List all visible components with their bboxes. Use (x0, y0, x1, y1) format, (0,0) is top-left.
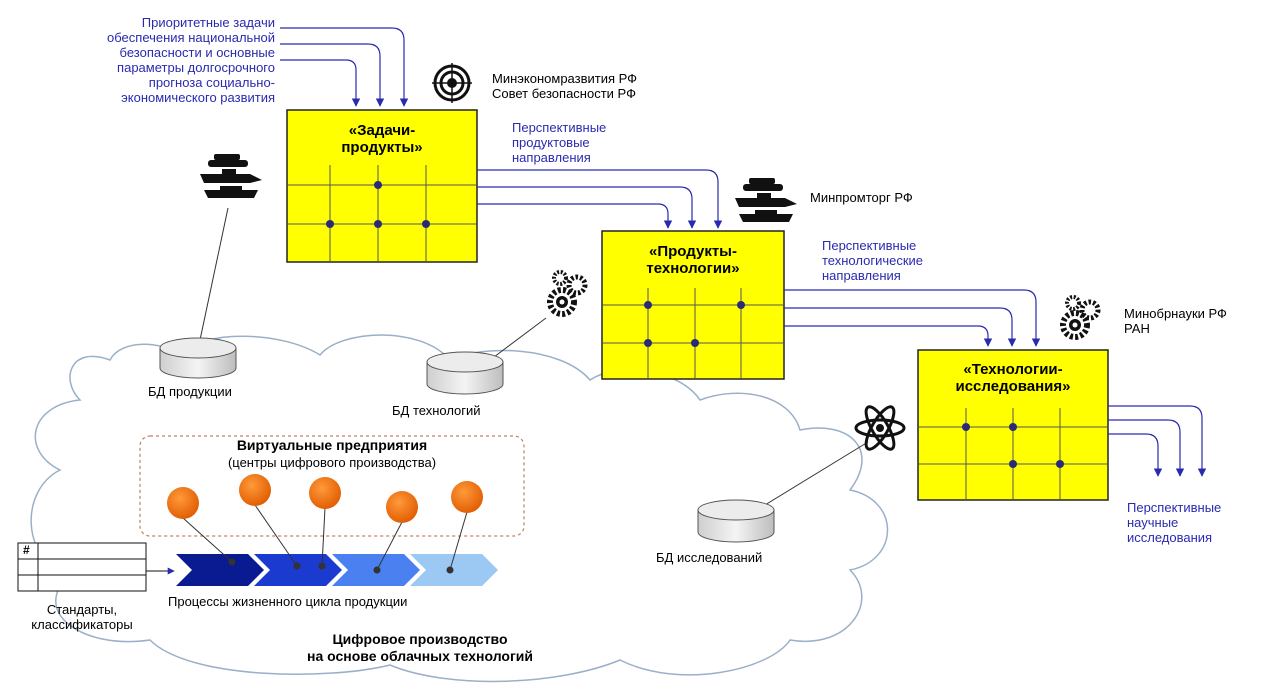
virtual-enterprises-title: Виртуальные предприятия (236, 437, 428, 453)
virtual-enterprise-node (167, 487, 199, 519)
arrows-m3-output (1108, 405, 1207, 477)
matrix-title-products-technologies: «Продукты- технологии» (646, 243, 740, 277)
virtual-enterprise-connectors (182, 504, 468, 574)
gears-icon (1060, 295, 1101, 340)
virtual-enterprises-box (139, 435, 525, 537)
target-icon (432, 63, 472, 103)
output-product-directions: Перспективные продуктовые направления (512, 120, 607, 165)
db-connectors (199, 207, 869, 509)
virtual-enterprise-node (309, 477, 341, 509)
cloud-label: Цифровое производство на основе облачных… (307, 631, 533, 664)
standards-table (17, 542, 147, 592)
matrix-title-technologies-research: «Технологии- исследования» (955, 361, 1071, 395)
standards-label: Стандарты, классификаторы (31, 602, 133, 632)
matrix-tasks-products (286, 109, 478, 263)
lifecycle-chevrons (176, 554, 498, 586)
db-products-label: БД продукции (148, 384, 232, 399)
output-research: Перспективные научные исследования (1127, 500, 1222, 545)
matrix-technologies-research (917, 349, 1109, 501)
db-technologies-label: БД технологий (392, 403, 481, 418)
virtual-enterprises-subtitle: (центры цифрового производства) (227, 455, 437, 470)
matrix-title-tasks-products: «Задачи- продукты» (341, 122, 423, 156)
output-tech-directions: Перспективные технологические направлени… (822, 238, 924, 283)
inputs-label: Приоритетные задачи обеспечения национал… (107, 15, 275, 105)
agency-minprom: Минпромторг РФ (810, 190, 913, 205)
matrix-products-technologies (601, 230, 785, 380)
standards-hash: # (23, 543, 30, 557)
gears-icon (547, 270, 588, 317)
db-technologies-cylinder (426, 351, 504, 395)
input-arrows (280, 27, 409, 107)
atom-icon (854, 405, 906, 451)
virtual-enterprises (167, 474, 483, 523)
agency-minek: Минэкономразвития РФ Совет безопасности … (492, 71, 638, 101)
lifecycle-label: Процессы жизненного цикла продукции (168, 594, 408, 609)
virtual-enterprise-node (239, 474, 271, 506)
virtual-enterprise-node (451, 481, 483, 513)
arrows-m2-m3 (784, 289, 1041, 347)
virtual-enterprise-node (386, 491, 418, 523)
db-research-cylinder (697, 499, 775, 543)
military-vehicles-icon (735, 178, 797, 222)
arrows-m1-m2 (477, 169, 723, 229)
db-products-cylinder (159, 337, 237, 379)
agency-minobr: Минобрнауки РФ РАН (1124, 306, 1227, 336)
military-vehicles-icon (200, 154, 262, 198)
db-research-label: БД исследований (656, 550, 763, 565)
